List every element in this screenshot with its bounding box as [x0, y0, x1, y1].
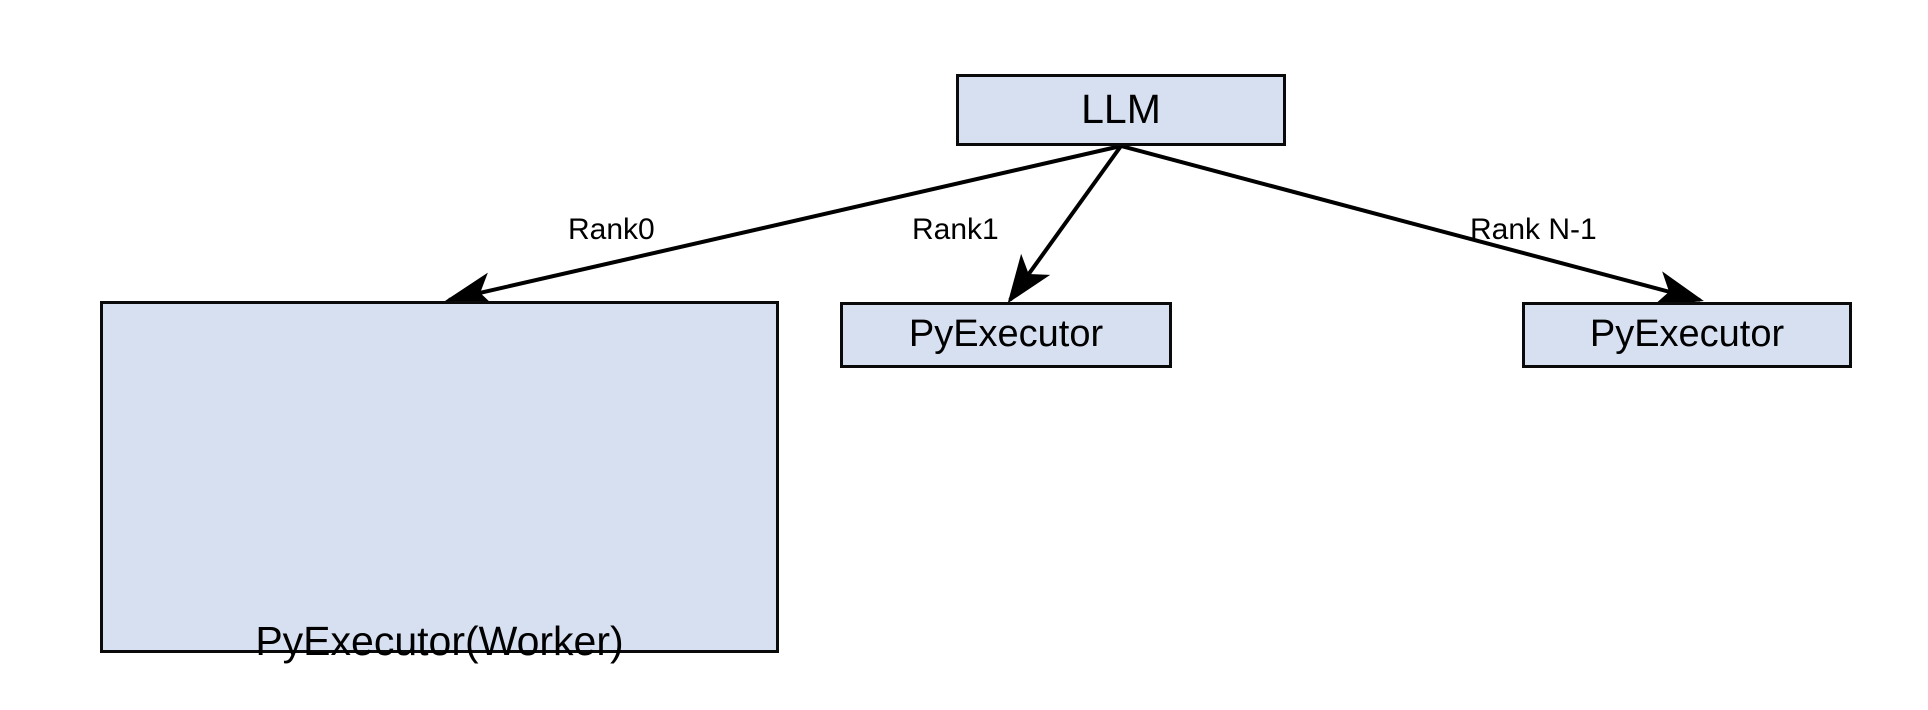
node-pyexecutor-rank1[interactable]: PyExecutor	[840, 302, 1172, 368]
edge-label-rank-n-1: Rank N-1	[1470, 213, 1597, 246]
node-pyexecutor-rankn[interactable]: PyExecutor	[1522, 302, 1852, 368]
node-pyexecutor-worker-title: PyExecutor(Worker)	[255, 618, 624, 664]
node-pyexecutor-worker[interactable]: PyExecutor(Worker) Scheduler ModelEngine…	[100, 301, 779, 663]
edge-llm-to-pyexecutor-rank1	[1007, 144, 1123, 304]
edge-llm-to-pyexecutor-rankn	[1120, 144, 1704, 307]
edge-llm-to-worker	[445, 144, 1122, 308]
edge-label-rank1: Rank1	[912, 213, 999, 246]
edge-label-rank0: Rank0	[568, 213, 655, 246]
node-llm[interactable]: LLM	[956, 74, 1286, 146]
